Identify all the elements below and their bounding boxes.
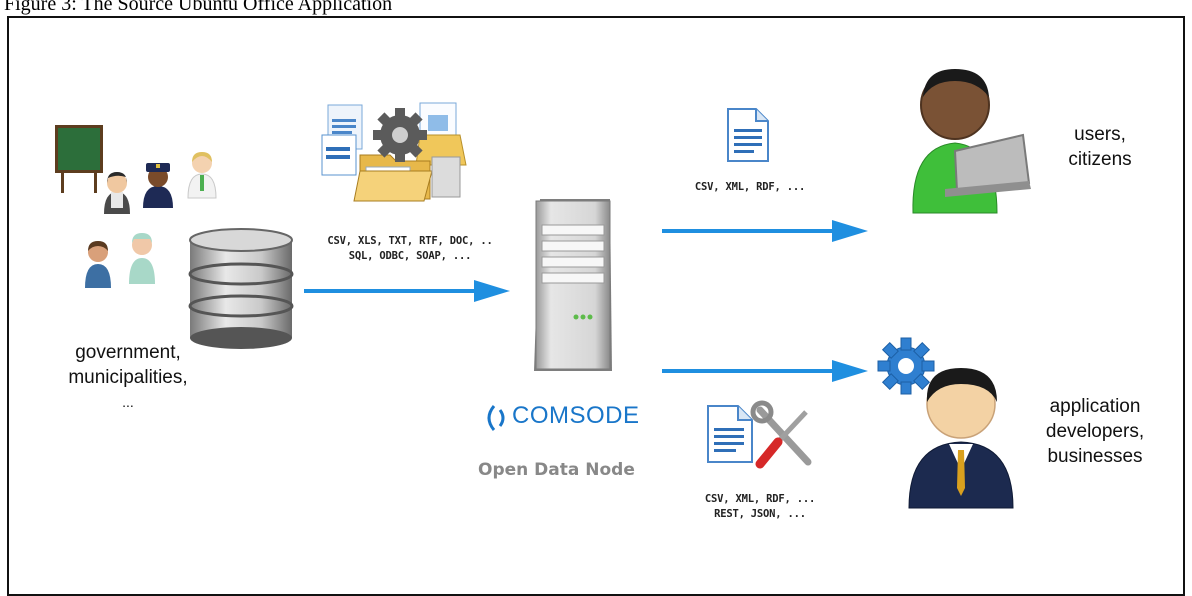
sources-label-line1: government, <box>75 342 181 363</box>
node-brand: COMSODE <box>512 402 640 429</box>
nurse-icon <box>129 233 155 284</box>
arrow-to-node <box>304 280 510 302</box>
input-formats-line2: SQL, ODBC, SOAP, ... <box>348 250 472 262</box>
chalkboard-icon <box>55 125 103 193</box>
arrow-to-users <box>662 220 868 242</box>
users-label-line1: users, <box>1074 124 1126 145</box>
developers-formats: CSV, XML, RDF, ... REST, JSON, ... <box>690 493 830 520</box>
input-formats-line1: CSV, XLS, TXT, RTF, DOC, .. <box>327 235 493 247</box>
users-formats: CSV, XML, RDF, ... <box>694 181 806 193</box>
developers-formats-line2: REST, JSON, ... <box>714 508 806 520</box>
doctor-icon <box>187 152 217 199</box>
users-label-line2: citizens <box>1068 149 1132 170</box>
businessman-icon <box>908 368 1014 509</box>
user-laptop-icon <box>912 69 1031 214</box>
sources-label-line3: ... <box>122 394 134 410</box>
documents-gear-icon <box>321 102 467 202</box>
person-icon <box>85 241 111 288</box>
figure-caption: Figure 3: The Source Ubuntu Office Appli… <box>4 0 393 15</box>
database-icon <box>188 228 294 349</box>
comsode-logo-icon <box>487 405 505 431</box>
developers-label-line3: businesses <box>1047 446 1143 467</box>
developers-label-line1: application <box>1049 396 1141 417</box>
developers-formats-line1: CSV, XML, RDF, ... <box>704 493 816 505</box>
developers-label: application developers, businesses <box>1025 394 1165 469</box>
developers-label-line2: developers, <box>1045 421 1145 442</box>
teacher-person-icon <box>104 172 130 214</box>
arrow-to-developers <box>662 360 868 382</box>
police-icon <box>143 163 173 208</box>
document-icon <box>727 108 769 162</box>
gear-icon <box>877 337 935 395</box>
tools-icon <box>750 400 812 469</box>
document-icon-2 <box>707 405 753 463</box>
users-label: users, citizens <box>1040 122 1160 172</box>
server-icon <box>534 199 612 371</box>
node-name: Open Data Node <box>478 460 635 480</box>
sources-label-line2: municipalities, <box>68 367 188 388</box>
input-formats: CSV, XLS, TXT, RTF, DOC, .. SQL, ODBC, S… <box>305 235 515 262</box>
sources-label: government, municipalities, ... <box>38 340 218 415</box>
